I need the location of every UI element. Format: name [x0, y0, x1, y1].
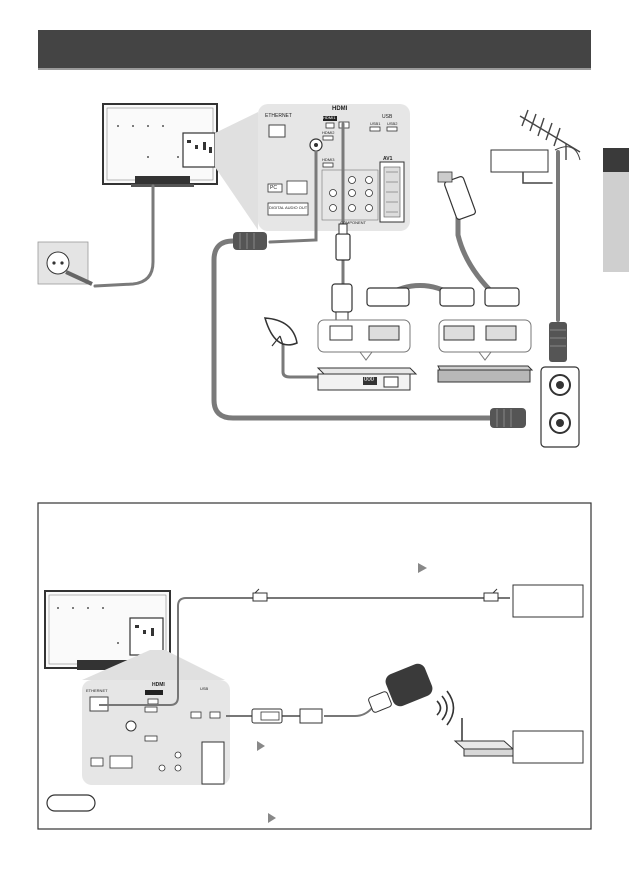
usb1-port-label: USB1: [370, 121, 381, 126]
power-cable: [93, 184, 155, 288]
aerial-icon: [519, 109, 581, 161]
tv-connection-panel: [258, 104, 410, 231]
tv-rear: [102, 103, 218, 187]
hdmi3-port-label: HDMI3: [322, 157, 335, 162]
recorder-device: [437, 365, 534, 383]
usb-plug: [251, 708, 283, 724]
device-callout-1: [317, 319, 411, 361]
stb-display: 000: [364, 377, 375, 383]
scart-cable: [455, 203, 499, 299]
device-callout-2: [438, 319, 532, 361]
hdmi-plug-top: [335, 223, 351, 261]
zoom-callout-2: [82, 650, 225, 680]
lower-usb-label: USB: [200, 686, 209, 691]
rf-plug-wall: [490, 408, 526, 428]
usb2-port-label: USB2: [387, 121, 398, 126]
usb-port-label: USB: [382, 114, 393, 120]
wall-aerial-socket: [540, 366, 580, 448]
access-point-label-box: [512, 730, 584, 764]
scart-plug-2: [439, 287, 475, 307]
lan-plug-left: [252, 588, 268, 602]
ethernet-port-label: ETHERNET: [265, 113, 292, 119]
reference-arrow-icon-2: [257, 741, 265, 751]
zoom-callout: [215, 112, 258, 230]
lower-ethernet-label: ETHERNET: [86, 688, 108, 693]
reference-arrow-icon-3: [268, 813, 276, 823]
mains-socket: [37, 241, 93, 286]
pc-port-label: PC: [270, 185, 277, 191]
tv-connection-panel-small: [82, 680, 230, 785]
scart-plug-3: [484, 287, 520, 307]
network-section-frame: [37, 502, 592, 830]
scart-plug-1: [366, 287, 410, 307]
note-badge: [46, 794, 96, 812]
av1-port-label: AV1: [383, 156, 393, 162]
aerial-label-box: [490, 149, 549, 173]
section-tab: [603, 148, 629, 172]
rf-cable: [211, 238, 503, 421]
satellite-dish-icon: [263, 317, 298, 347]
section-header: [38, 30, 591, 70]
scart-plug-tv: [437, 171, 476, 220]
wireless-router: [453, 718, 515, 757]
wifi-signal-icon: [436, 690, 455, 726]
usb-cable: [226, 707, 373, 717]
lan-plug-right: [483, 588, 499, 602]
aerial-plug: [549, 322, 567, 362]
hub-label-box: [512, 584, 584, 618]
digital-audio-label: DIGITAL AUDIO OUT: [269, 205, 308, 210]
component-label: COMPONENT: [340, 220, 366, 225]
lan-cable: [99, 597, 510, 706]
aerial-leader: [522, 172, 553, 184]
reference-arrow-icon: [418, 563, 427, 573]
lower-hdmi-logo: HDMI: [152, 682, 165, 688]
wireless-adaptor: [368, 663, 433, 713]
section-tab-strip: [603, 172, 629, 272]
rf-plug-tv: [233, 232, 267, 250]
dish-cable: [281, 343, 320, 379]
usb-ferrite-core: [299, 708, 323, 724]
hdmi2-port-label: HDMI2: [322, 130, 335, 135]
hdmi1-port-label: HDMI1: [323, 115, 336, 120]
hdmi-plug-bottom: [331, 283, 353, 323]
hdmi-logo-label: HDMI: [332, 106, 348, 112]
rf-cable-top: [268, 150, 318, 244]
set-top-box: [316, 367, 418, 391]
